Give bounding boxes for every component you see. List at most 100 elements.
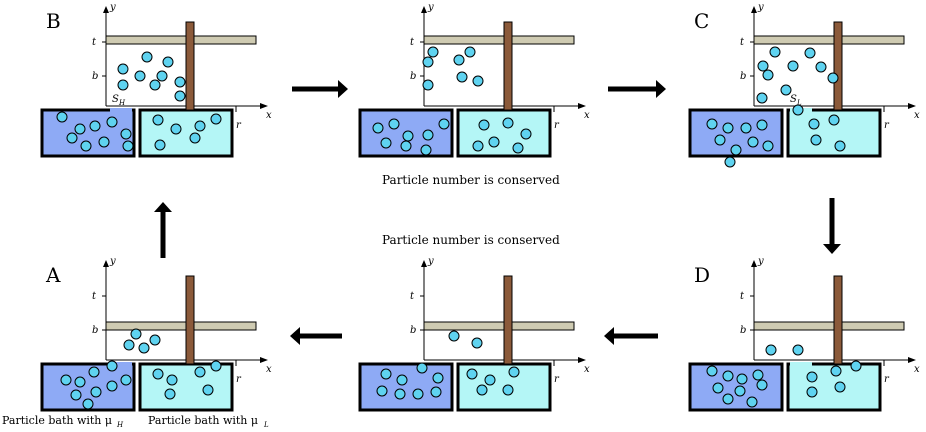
x-axis-arrow [260,103,268,109]
bath-low-particle [806,386,818,398]
bath-low-particle [520,128,532,140]
cycle-arrow-head [338,80,348,98]
tick-label-r: r [884,374,890,385]
bath-low-particle [810,134,822,146]
bath-high-particle [747,136,759,148]
tick-label-t: t [410,37,415,48]
panel-label: B [46,9,61,33]
bath-high-particle [722,393,734,405]
y-axis-arrow [421,260,427,267]
panel-D: yxtblrD [688,256,920,412]
bath-high-particle [400,140,412,152]
bath-high-particle [722,370,734,382]
bath-high-particle [120,128,132,140]
chamber-particle [757,60,769,72]
opening-label: S [112,94,119,105]
bath-high-particle [90,386,102,398]
bath-low-particle [170,123,182,135]
bath-high-particle [712,382,724,394]
panel-mid-bottom: yxtblr [358,256,590,412]
bath-low-particle [488,136,500,148]
tick-label-t: t [92,291,97,302]
y-axis-label: y [757,256,764,267]
bath-high-particle [80,140,92,152]
caption-bath-high: Particle bath with μ [2,414,112,427]
x-axis-arrow [260,357,268,363]
bath-high-particle [734,385,746,397]
tick-label-r: r [884,120,890,131]
bath-high-particle [88,366,100,378]
panel-mid-top: yxtblr [358,2,590,158]
bath-high-particle [82,398,94,410]
left-opening [110,108,132,113]
bath-low-particle [476,384,488,396]
bath-low-particle [478,119,490,131]
cycle-arrow-head [154,202,172,212]
chamber-particle [456,71,468,83]
bath-high-particle [422,129,434,141]
horizontal-bar [753,321,905,331]
bath-high-particle [380,137,392,149]
bath-high-particle [120,374,132,386]
tick-label-b: b [740,71,746,82]
piston [185,275,195,365]
panel-label: C [694,9,709,33]
chamber-particle [780,84,792,96]
bath-low-particle [828,114,840,126]
chamber-particle [787,60,799,72]
bath-high-particle [430,386,442,398]
left-opening [110,362,132,367]
bath-high-particle [70,389,82,401]
bath-high-particle [98,136,110,148]
tick-label-b: b [410,325,416,336]
bath-low-particle [210,360,222,372]
x-axis-arrow [578,357,586,363]
caption-top-conserved: Particle number is conserved [382,173,560,187]
x-axis-label: x [914,364,920,375]
piston [833,275,843,365]
cycle-arrow-head [604,327,614,345]
bath-low-particle [466,368,478,380]
bath-high-particle [762,140,774,152]
chamber-particle [756,92,768,104]
bath-high-particle [396,374,408,386]
y-axis-arrow [103,260,109,267]
bath-high-particle [66,132,78,144]
piston [503,275,513,365]
bath-high-particle [412,388,424,400]
chamber-particle [453,54,465,66]
bath-high-particle [122,140,134,152]
bath-high-particle [106,360,118,372]
bath-high-particle [432,372,444,384]
chamber-particle [464,46,476,58]
x-axis-arrow [578,103,586,109]
horizontal-bar [105,35,257,45]
caption-bath-high-sub: H [116,421,124,429]
bath-low-particle [472,140,484,152]
opening-label-sub: H [118,99,126,107]
bath-high-particle [89,120,101,132]
chamber-particle [123,339,135,351]
horizontal-bar [423,321,575,331]
piston [185,21,195,111]
bath-high-particle [74,123,86,135]
tick-label-r: r [236,120,242,131]
piston [833,21,843,111]
chamber-particle [765,344,777,356]
tick-label-r: r [236,374,242,385]
bath-low-particle [806,371,818,383]
bath-high-particle [730,144,742,156]
y-axis-arrow [421,6,427,13]
cycle-arrow-head [823,244,841,254]
bath-high-particle [420,144,432,156]
bath-low-particle [484,374,496,386]
chamber-particle [174,76,186,88]
bath-high-particle [438,118,450,130]
bath-low-particle [830,365,842,377]
bath-high [688,362,784,412]
tick-label-t: t [410,291,415,302]
bath-low-particle [152,114,164,126]
caption-bath-low-sub: L [263,421,269,429]
tick-label-r: r [554,374,560,385]
